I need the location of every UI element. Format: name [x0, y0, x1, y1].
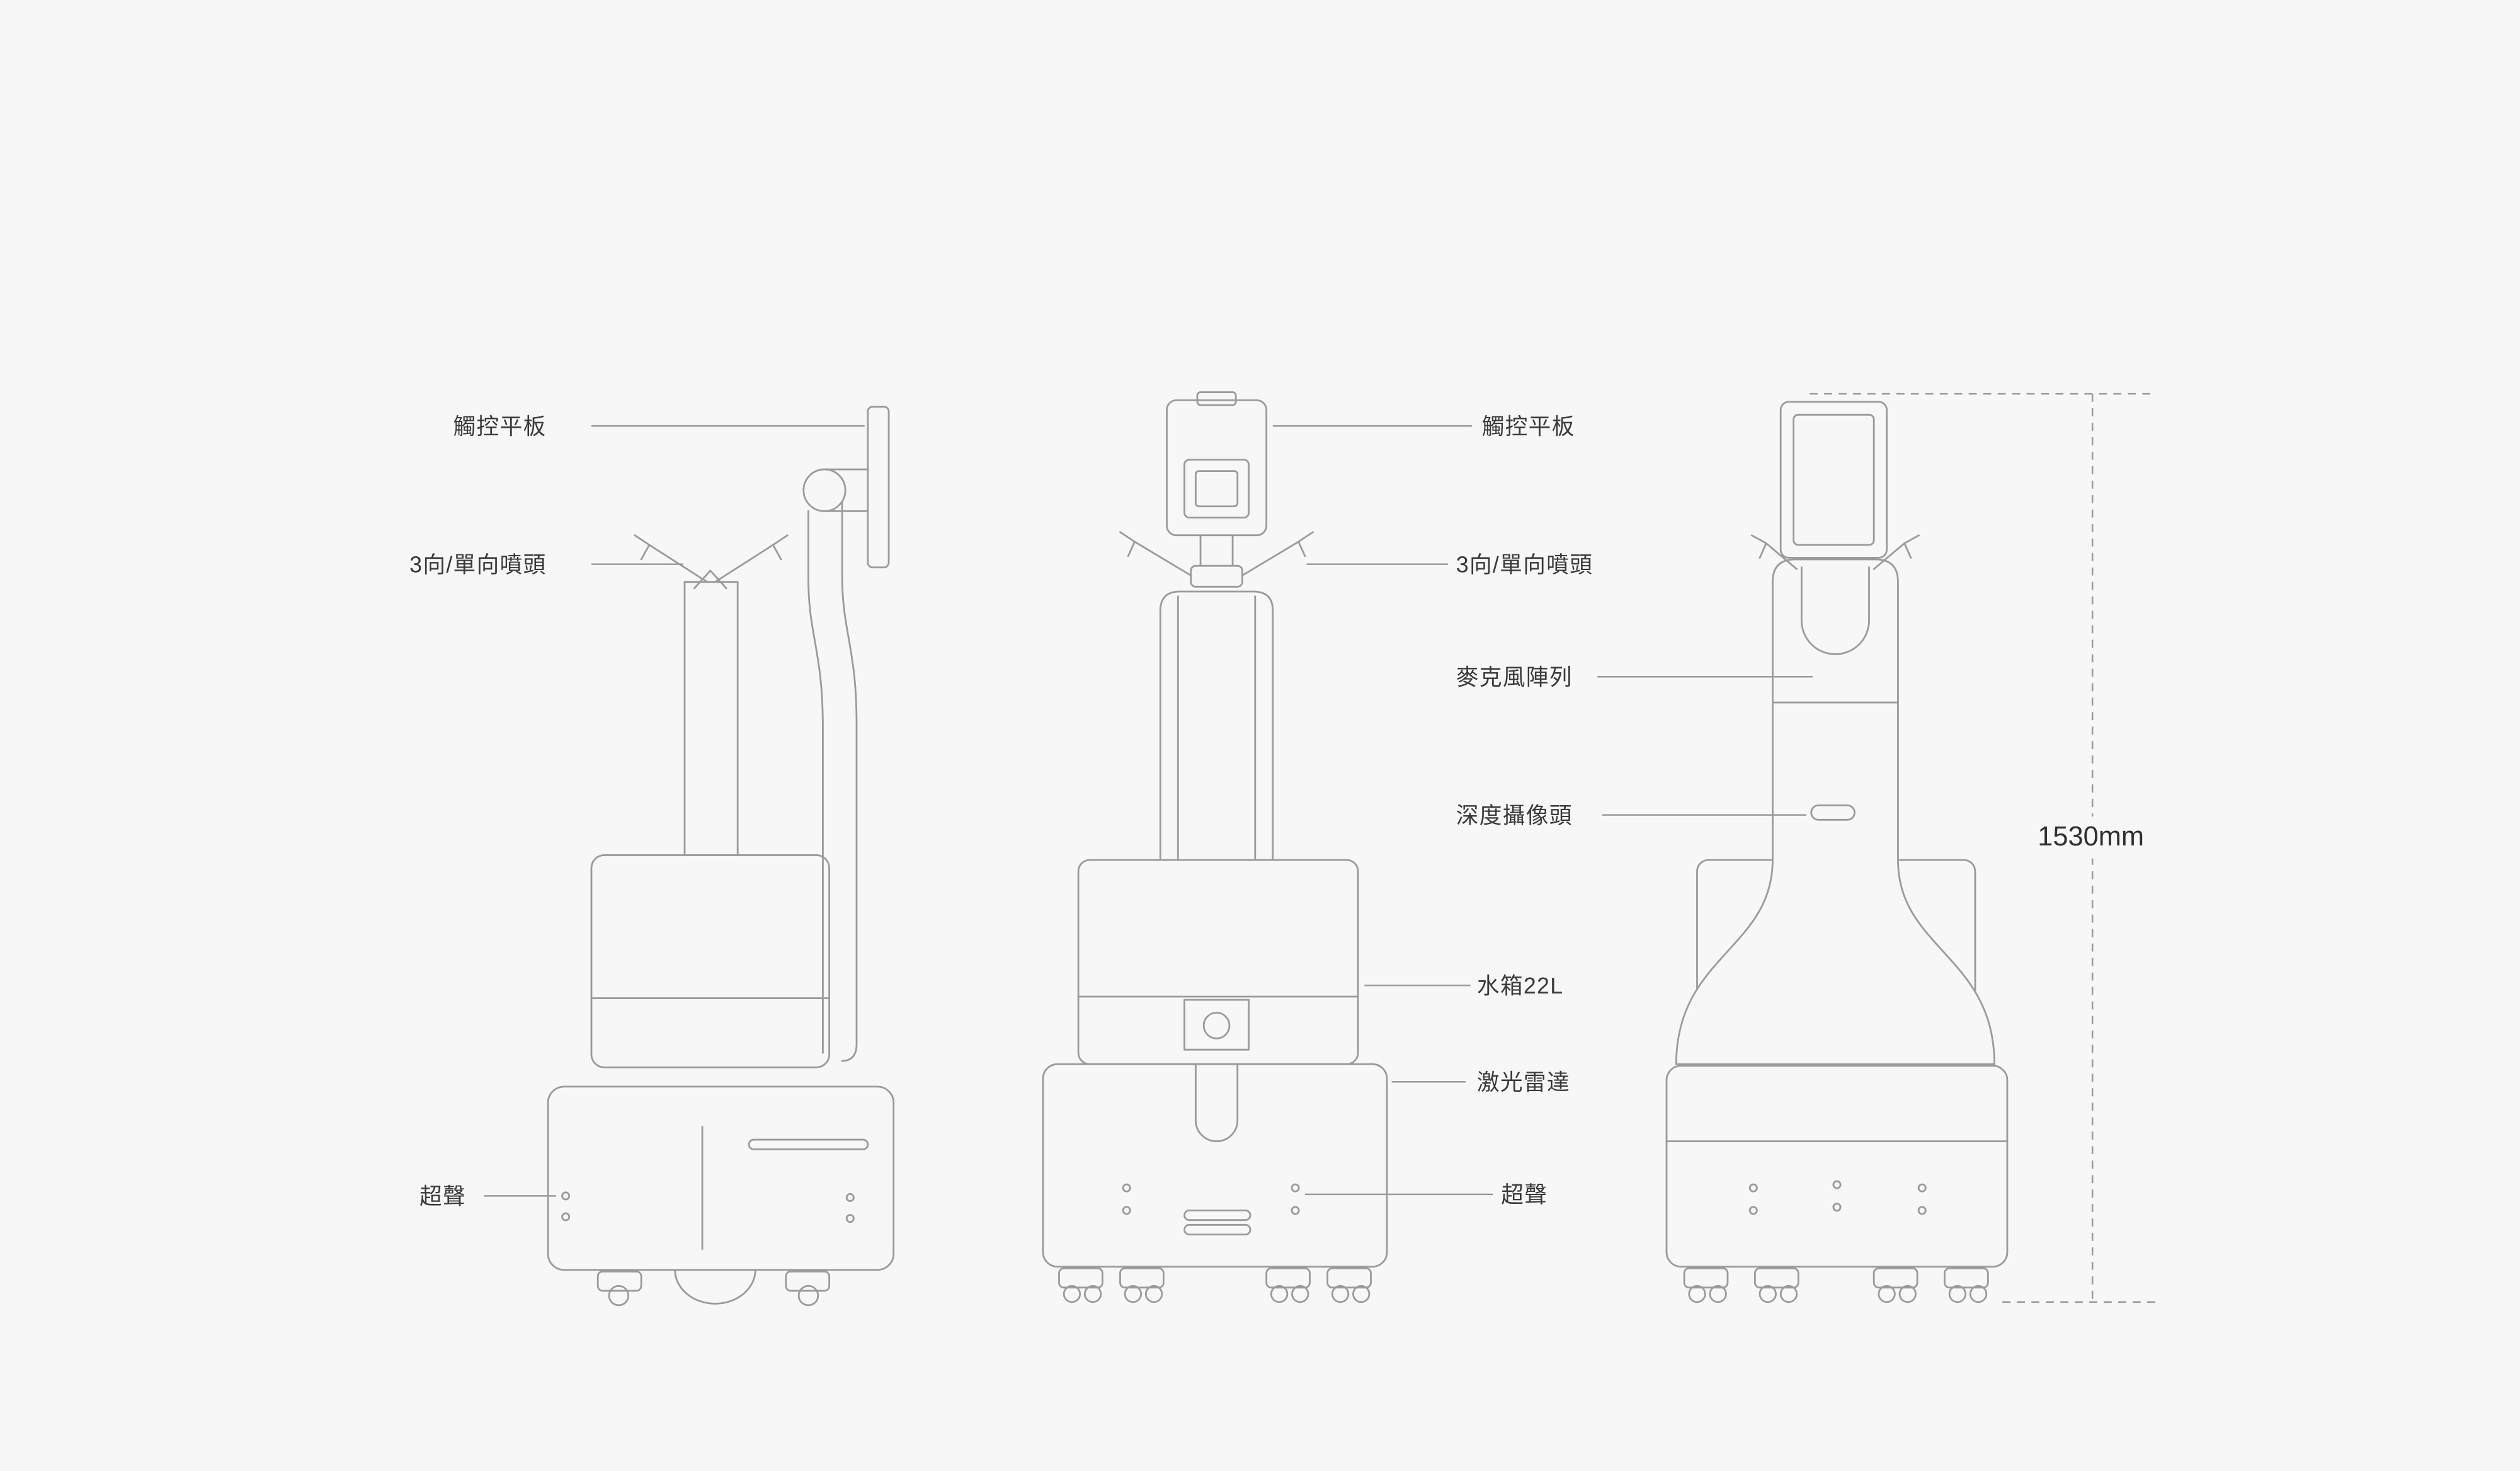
tablet-bracket-inner [1194, 470, 1239, 508]
caster-wheel [1144, 1285, 1163, 1303]
callout-nozzle-left: 3向/單向噴頭 [409, 551, 547, 578]
tablet-top-tab [1196, 391, 1237, 406]
callout-mic-array: 麥克風陣列 [1456, 663, 1573, 690]
callout-touch-panel-center: 觸控平板 [1481, 413, 1575, 439]
ultrasonic-sensor-dot [1291, 1206, 1300, 1215]
riser-column-panels [1177, 595, 1257, 859]
ultrasonic-sensor-dot [1917, 1183, 1927, 1193]
caster-bracket [1119, 1267, 1165, 1289]
vent-slot [1183, 1209, 1251, 1222]
drive-wheel [674, 1269, 756, 1305]
tablet-neck [1199, 534, 1234, 567]
caster-bracket [1265, 1267, 1311, 1289]
caster-wheel [1969, 1285, 1988, 1303]
chassis-base [1042, 1063, 1388, 1268]
tablet-mount-arm [823, 468, 869, 512]
caster-wheel [1083, 1285, 1102, 1303]
caster-bracket [1944, 1267, 1989, 1289]
caster-wheel [608, 1285, 630, 1307]
caster-wheel [1948, 1285, 1967, 1303]
callout-lidar: 激光雷達 [1476, 1068, 1570, 1095]
caster-bracket [1873, 1267, 1919, 1289]
support-tube-inner [807, 510, 824, 1054]
nozzle-collar [1190, 564, 1243, 588]
callout-touch-panel-left: 觸控平板 [453, 413, 547, 439]
robot-back-view-drawing [1665, 401, 2009, 1303]
caster-wheel [1779, 1285, 1798, 1303]
nozzle-wing-right [1241, 531, 1314, 576]
caster-wheel [1063, 1285, 1081, 1303]
water-tank-outline [1077, 859, 1359, 1065]
chassis-base [1665, 1065, 2009, 1268]
handle-arch [1800, 566, 1870, 655]
callout-depth-camera: 深度攝像頭 [1456, 802, 1573, 828]
caster-wheel [1709, 1285, 1727, 1303]
ultrasonic-sensor-dot [1832, 1203, 1842, 1212]
caster-wheel [1688, 1285, 1706, 1303]
lidar-notch [1194, 1065, 1239, 1143]
robot-front-view-drawing [1042, 391, 1388, 1303]
callout-ultrasonic-left: 超聲 [419, 1182, 466, 1209]
riser-column [1159, 590, 1274, 861]
caster-bracket [596, 1270, 642, 1292]
dimension-height-label: 1530mm [2000, 816, 2181, 859]
caster-bracket [1683, 1267, 1729, 1289]
nozzle-wing-left [1119, 531, 1192, 576]
ultrasonic-sensor-dot [561, 1212, 571, 1222]
ultrasonic-sensor-dot [845, 1193, 855, 1202]
caster-bracket [1326, 1267, 1372, 1289]
callout-water-tank: 水箱22L [1476, 972, 1564, 999]
back-shell [1675, 558, 1995, 1065]
caster-wheel [1878, 1285, 1896, 1303]
caster-wheel [1331, 1285, 1350, 1303]
nozzle-wing-right [1873, 534, 1920, 570]
camera-box [1183, 999, 1250, 1051]
caster-bracket [1753, 1267, 1799, 1289]
tablet-front-outline [1166, 399, 1268, 537]
ultrasonic-sensor-dot [1291, 1183, 1300, 1193]
ultrasonic-sensor-dot [1832, 1180, 1842, 1189]
nozzle-wing-left [634, 534, 709, 583]
leader-lines [484, 425, 1813, 1197]
ultrasonic-sensor-dot [1122, 1206, 1131, 1215]
vent-slot [1183, 1223, 1251, 1236]
tablet-side-outline [867, 406, 890, 569]
chassis-base [547, 1085, 895, 1271]
ultrasonic-sensor-dot [1917, 1206, 1927, 1215]
caster-bracket [785, 1270, 831, 1292]
tablet-mount-pivot [802, 468, 847, 512]
nozzle-wing-left [1750, 534, 1798, 570]
caster-wheel [1352, 1285, 1371, 1303]
ultrasonic-sensor-dot [561, 1191, 571, 1201]
ultrasonic-sensor-dot [1748, 1183, 1758, 1193]
caster-wheel [1291, 1285, 1309, 1303]
support-tube-outer [841, 500, 858, 1062]
caster-wheel [1270, 1285, 1289, 1303]
callout-ultrasonic-center: 超聲 [1501, 1181, 1548, 1208]
caster-wheel [1759, 1285, 1777, 1303]
ultrasonic-sensor-dot [845, 1214, 855, 1223]
tablet-bracket [1183, 459, 1250, 519]
robot-side-view-drawing [547, 406, 895, 1307]
tablet-back-outline [1779, 401, 1888, 559]
water-tank-outline [590, 854, 831, 1068]
caster-wheel [797, 1285, 819, 1307]
riser-column [683, 581, 739, 856]
chassis-slot [748, 1138, 869, 1150]
camera-lens [1202, 1012, 1231, 1039]
nozzle-wing-right [714, 534, 789, 583]
ultrasonic-sensor-dot [1122, 1183, 1131, 1193]
tablet-back-panel [1793, 413, 1875, 546]
caster-wheel [1898, 1285, 1917, 1303]
ultrasonic-sensor-dot [1748, 1206, 1758, 1215]
caster-bracket [1058, 1267, 1103, 1289]
nozzle-center [693, 570, 727, 590]
callout-nozzle-center: 3向/單向噴頭 [1456, 551, 1594, 578]
caster-wheel [1124, 1285, 1143, 1303]
depth-camera-window [1810, 804, 1856, 821]
